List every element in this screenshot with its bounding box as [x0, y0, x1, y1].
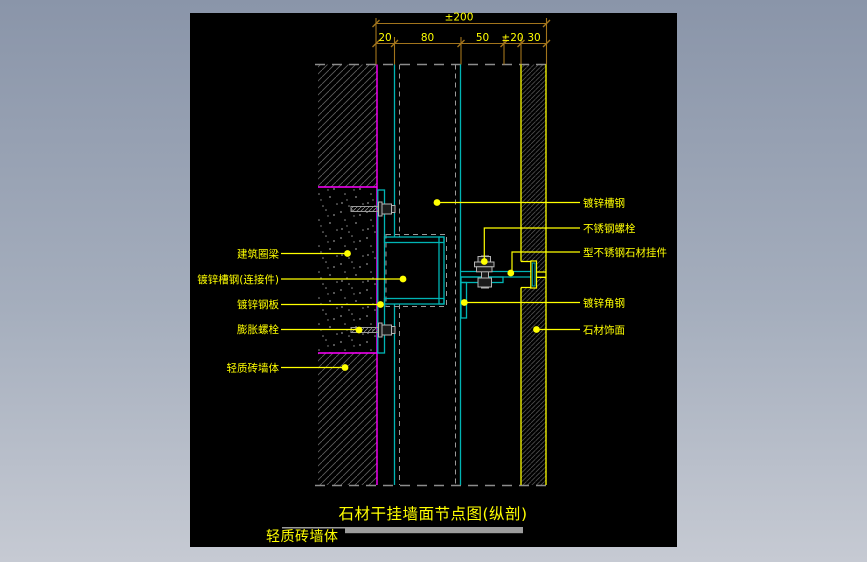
dimension-ticks: [372, 19, 551, 48]
selection-highlight-bar: [282, 527, 523, 534]
galvanized-plate: [377, 189, 386, 354]
label-galvanized-steel-plate: 镀锌钢板: [237, 298, 279, 311]
editable-bottom-text[interactable]: 轻质砖墙体: [266, 529, 339, 545]
stainless-stone-anchor: [530, 260, 538, 289]
connector-channel: [383, 234, 447, 307]
label-galvanized-channel-connector: 镀锌槽钢(连接件): [197, 273, 279, 286]
right-labels: 镀锌槽钢 不锈钢螺栓 型不锈钢石材挂件 镀锌角钢 石材饰面: [583, 197, 667, 337]
dim-seg-30: 30: [527, 32, 540, 44]
dimensions: ±200 20 80 50 ±20 30: [372, 12, 551, 65]
expansion-bolt-top: [350, 201, 396, 217]
label-galvanized-angle: 镀锌角钢: [583, 297, 625, 310]
label-stainless-stone-anchor: 型不锈钢石材挂件: [583, 246, 667, 259]
wall-face-lines: [318, 64, 378, 485]
label-lightweight-brick-wall: 轻质砖墙体: [227, 362, 280, 375]
text-edit-background: [264, 528, 345, 544]
label-expansion-bolt: 膨胀螺栓: [237, 323, 279, 336]
dim-seg-50: 50: [476, 32, 489, 44]
left-leaders: [281, 250, 407, 371]
dim-seg-20: 20: [378, 32, 391, 44]
right-leaders: [433, 199, 580, 333]
dim-seg-pm20: ±20: [501, 32, 523, 44]
drawing-title: 石材干挂墙面节点图(纵剖): [338, 505, 527, 523]
stone-facing-edges: [520, 64, 547, 485]
dim-seg-80: 80: [421, 32, 434, 44]
label-stone-facing: 石材饰面: [583, 324, 625, 337]
model-space-canvas[interactable]: [190, 13, 677, 547]
label-galvanized-channel: 镀锌槽钢: [583, 197, 625, 210]
label-stainless-bolt: 不锈钢螺栓: [583, 222, 636, 235]
dim-overall: ±200: [445, 12, 474, 24]
label-building-ring-beam: 建筑圈梁: [237, 248, 279, 261]
wall-hatch: [318, 64, 377, 485]
left-labels: 建筑圈梁 镀锌槽钢(连接件) 镀锌钢板 膨胀螺栓 轻质砖墙体: [197, 248, 279, 375]
